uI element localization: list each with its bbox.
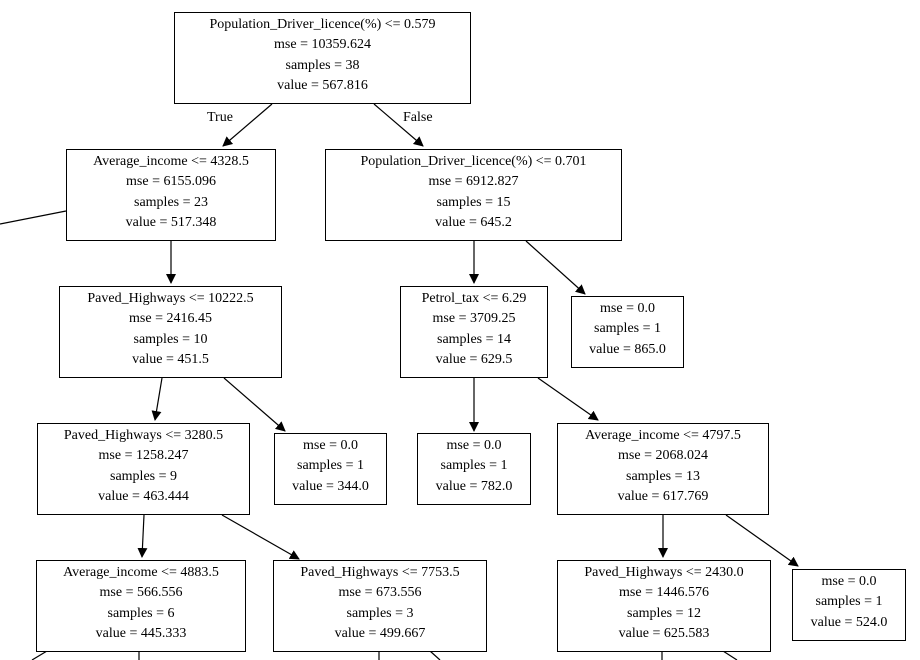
edge-n11-offscreen-b <box>429 650 441 660</box>
node-mse: mse = 10359.624 <box>274 37 371 53</box>
tree-node-average-income-4883: Average_income <= 4883.5 mse = 566.556 s… <box>36 560 246 652</box>
tree-leaf-524: mse = 0.0 samples = 1 value = 524.0 <box>792 569 906 641</box>
node-mse: mse = 1258.247 <box>98 448 189 464</box>
node-value: value = 625.583 <box>618 625 710 641</box>
edge-label-false: False <box>403 110 433 125</box>
node-value: value = 524.0 <box>810 614 888 630</box>
node-split-rule: Paved_Highways <= 7753.5 <box>300 565 460 580</box>
tree-node-paved-highways-3280: Paved_Highways <= 3280.5 mse = 1258.247 … <box>37 423 250 515</box>
node-samples: samples = 1 <box>594 321 661 337</box>
edge-n6-n10 <box>137 514 148 558</box>
node-value: value = 463.444 <box>98 488 189 504</box>
tree-node-root: Population_Driver_licence(%) <= 0.579 ms… <box>174 12 471 104</box>
node-split-rule: Paved_Highways <= 2430.0 <box>584 565 744 580</box>
node-split-rule: Population_Driver_licence(%) <= 0.701 <box>360 154 587 169</box>
node-mse: mse = 6912.827 <box>428 174 519 190</box>
node-split-rule: Average_income <= 4883.5 <box>63 565 219 580</box>
node-mse: mse = 0.0 <box>446 438 502 453</box>
edge-n4-n9 <box>537 377 599 421</box>
node-samples: samples = 1 <box>297 458 364 474</box>
node-split-rule: Average_income <= 4328.5 <box>93 154 249 169</box>
tree-node-average-income-4328: Average_income <= 4328.5 mse = 6155.096 … <box>66 149 276 241</box>
node-samples: samples = 15 <box>436 194 511 210</box>
tree-node-driver-licence-0701: Population_Driver_licence(%) <= 0.701 ms… <box>325 149 622 241</box>
tree-node-paved-highways-7753: Paved_Highways <= 7753.5 mse = 673.556 s… <box>273 560 487 652</box>
node-samples: samples = 10 <box>133 331 208 347</box>
edge-n12-offscreen-b <box>722 650 738 660</box>
edge-n2-n5 <box>525 240 586 295</box>
edge-n0-n1 <box>222 103 273 147</box>
edge-label-true: True <box>207 110 233 125</box>
tree-leaf-344: mse = 0.0 samples = 1 value = 344.0 <box>274 433 387 505</box>
node-value: value = 617.769 <box>617 488 709 504</box>
tree-node-average-income-4797: Average_income <= 4797.5 mse = 2068.024 … <box>557 423 769 515</box>
edge-n10-offscreen-a <box>31 650 48 660</box>
node-value: value = 344.0 <box>292 478 369 494</box>
node-value: value = 517.348 <box>125 214 217 230</box>
tree-node-paved-highways-10222: Paved_Highways <= 10222.5 mse = 2416.45 … <box>59 286 282 378</box>
node-samples: samples = 12 <box>627 605 701 621</box>
node-mse: mse = 0.0 <box>821 574 877 589</box>
edge-n3-n7 <box>223 377 286 432</box>
node-split-rule: Population_Driver_licence(%) <= 0.579 <box>209 17 436 32</box>
node-mse: mse = 673.556 <box>338 585 422 601</box>
node-split-rule: Paved_Highways <= 3280.5 <box>63 428 224 443</box>
node-samples: samples = 3 <box>346 605 414 621</box>
node-samples: samples = 1 <box>815 594 883 610</box>
tree-leaf-865: mse = 0.0 samples = 1 value = 865.0 <box>571 296 684 368</box>
node-samples: samples = 38 <box>285 57 360 73</box>
node-mse: mse = 2068.024 <box>618 448 708 464</box>
tree-node-paved-highways-2430: Paved_Highways <= 2430.0 mse = 1446.576 … <box>557 560 771 652</box>
node-value: value = 499.667 <box>334 625 426 641</box>
edge-offscreen-left <box>0 210 67 225</box>
node-value: value = 567.816 <box>277 77 368 93</box>
node-mse: mse = 2416.45 <box>129 311 212 327</box>
node-value: value = 445.333 <box>95 625 187 641</box>
tree-leaf-782: mse = 0.0 samples = 1 value = 782.0 <box>417 433 531 505</box>
node-samples: samples = 13 <box>626 468 700 484</box>
node-mse: mse = 1446.576 <box>619 585 709 601</box>
node-value: value = 782.0 <box>435 478 513 494</box>
node-mse: mse = 3709.25 <box>432 311 516 327</box>
edge-n3-n6 <box>151 377 163 421</box>
node-split-rule: Petrol_tax <= 6.29 <box>421 291 527 306</box>
edge-n6-n11 <box>221 514 300 560</box>
node-samples: samples = 1 <box>440 458 508 474</box>
node-samples: samples = 6 <box>107 605 175 621</box>
edge-n0-n2 <box>373 103 424 147</box>
node-value: value = 865.0 <box>589 341 666 357</box>
node-value: value = 451.5 <box>132 351 209 367</box>
node-samples: samples = 23 <box>134 194 208 210</box>
node-split-rule: Paved_Highways <= 10222.5 <box>87 291 254 306</box>
node-mse: mse = 0.0 <box>600 301 655 316</box>
node-samples: samples = 14 <box>437 331 511 347</box>
node-split-rule: Average_income <= 4797.5 <box>585 428 741 443</box>
tree-node-petrol-tax: Petrol_tax <= 6.29 mse = 3709.25 samples… <box>400 286 548 378</box>
node-mse: mse = 566.556 <box>99 585 183 601</box>
node-value: value = 645.2 <box>435 214 512 230</box>
node-value: value = 629.5 <box>435 351 513 367</box>
node-mse: mse = 6155.096 <box>126 174 216 190</box>
node-samples: samples = 9 <box>110 468 177 484</box>
edge-n9-n13 <box>725 514 799 567</box>
node-mse: mse = 0.0 <box>303 438 358 453</box>
